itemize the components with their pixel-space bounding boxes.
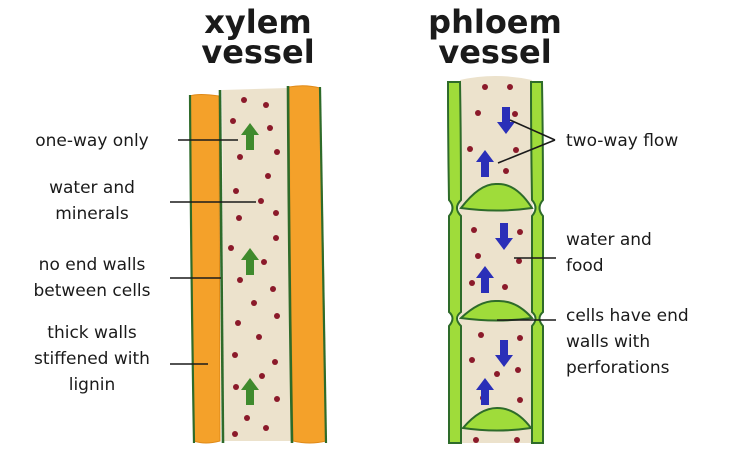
xylem-particle [237, 154, 243, 160]
label-end-walls-line2: walls with [566, 332, 650, 352]
xylem-vessel-lumen [222, 88, 291, 441]
phloem-up-arrow [476, 150, 494, 177]
phloem-particle [467, 146, 473, 152]
phloem-particles [467, 84, 523, 443]
label-no-end-walls-line2: between cells [33, 281, 150, 301]
label-thick-walls-line3: lignin [69, 375, 116, 395]
label-end-walls-line1: cells have end [566, 306, 689, 326]
leader-line-two-way-lower [497, 139, 556, 164]
phloem-particle [475, 110, 481, 116]
phloem-particle [475, 253, 481, 259]
xylem-particle [263, 102, 269, 108]
xylem-particle [274, 396, 280, 402]
xylem-particle [228, 245, 234, 251]
phloem-title-line1: phloem [428, 3, 562, 41]
xylem-title-line2: vessel [201, 33, 314, 71]
phloem-particle [507, 84, 513, 90]
phloem-left-wall [446, 81, 463, 444]
xylem-particle [261, 259, 267, 265]
xylem-particles [228, 97, 280, 437]
phloem-sieve-plate [459, 182, 534, 212]
label-thick-walls-line1: thick walls [47, 323, 137, 343]
xylem-up-arrow [241, 123, 259, 150]
phloem-title-line2: vessel [438, 33, 551, 71]
phloem-particle [502, 284, 508, 290]
phloem-particle [473, 437, 479, 443]
label-water-and-food-line2: food [566, 256, 604, 276]
phloem-particle [514, 437, 520, 443]
phloem-down-arrow [495, 223, 513, 250]
label-one-way-only: one-way only [35, 131, 149, 151]
label-no-end-walls-line1: no end walls [39, 255, 146, 275]
xylem-particle [251, 300, 257, 306]
xylem-particle [265, 173, 271, 179]
xylem-particle [273, 210, 279, 216]
label-water-and-minerals-line2: minerals [55, 204, 129, 224]
phloem-particle [469, 357, 475, 363]
xylem-up-arrow [241, 378, 259, 405]
xylem-particle [259, 373, 265, 379]
xylem-up-arrow [241, 248, 259, 275]
xylem-particle [256, 334, 262, 340]
phloem-particle [513, 147, 519, 153]
xylem-particle [270, 286, 276, 292]
xylem-particle [274, 313, 280, 319]
phloem-down-arrow [495, 340, 513, 367]
phloem-particle [517, 335, 523, 341]
xylem-left-lignin-wall [189, 94, 221, 444]
phloem-particle [471, 227, 477, 233]
phloem-down-arrow [497, 107, 515, 134]
leader-line-two-way-upper [509, 119, 556, 141]
label-end-walls-line3: perforations [566, 358, 670, 378]
label-water-and-minerals-line1: water and [49, 178, 135, 198]
phloem-particle [478, 332, 484, 338]
phloem-right-wall [529, 81, 545, 444]
xylem-particle [272, 359, 278, 365]
xylem-wall-line-outer-left [188, 94, 196, 444]
xylem-particle [263, 425, 269, 431]
label-thick-walls-line2: stiffened with [34, 349, 150, 369]
xylem-particle [267, 125, 273, 131]
xylem-particle [241, 97, 247, 103]
xylem-title-line1: xylem [204, 3, 312, 41]
xylem-particle [230, 118, 236, 124]
xylem-wall-line-outer-right [318, 86, 328, 444]
xylem-particle [237, 277, 243, 283]
xylem-wall-line-inner-left [218, 89, 225, 444]
phloem-particle [517, 397, 523, 403]
xylem-particle [233, 188, 239, 194]
phloem-particle [517, 229, 523, 235]
xylem-particle [232, 431, 238, 437]
phloem-particle [516, 258, 522, 264]
xylem-particle [258, 198, 264, 204]
xylem-particle [236, 215, 242, 221]
phloem-particle [494, 371, 500, 377]
xylem-particle [274, 149, 280, 155]
label-two-way-flow: two-way flow [566, 131, 678, 151]
phloem-up-arrow [476, 378, 494, 405]
xylem-particle [235, 320, 241, 326]
phloem-particle [512, 111, 518, 117]
phloem-vessel-lumen [459, 76, 533, 443]
phloem-particle [469, 280, 475, 286]
xylem-particle [233, 384, 239, 390]
label-water-and-food-line1: water and [566, 230, 652, 250]
xylem-particle [232, 352, 238, 358]
xylem-particle [273, 235, 279, 241]
phloem-sieve-plate [461, 406, 533, 432]
xylem-wall-line-inner-right [286, 85, 294, 444]
phloem-up-arrow [476, 266, 494, 293]
phloem-particle [515, 367, 521, 373]
phloem-particle [503, 168, 509, 174]
phloem-particle [482, 84, 488, 90]
phloem-sieve-plate [458, 299, 534, 322]
xylem-particle [244, 415, 250, 421]
